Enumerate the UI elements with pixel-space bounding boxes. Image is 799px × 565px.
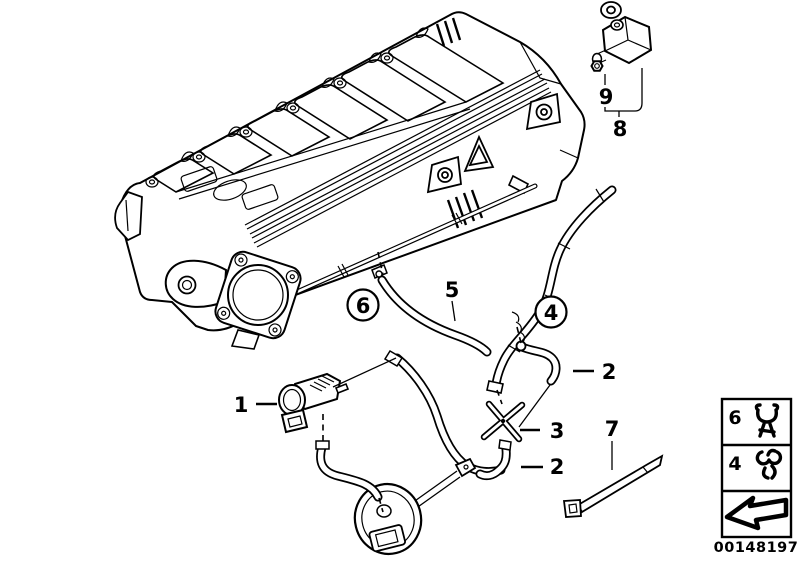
mounting-tabs <box>426 92 561 194</box>
runner-ports <box>145 52 394 188</box>
callout-7[interactable]: 7 <box>605 417 620 441</box>
callouts: 1 2 3 2 5 7 8 9 6 4 <box>234 85 628 479</box>
legend-row-clip-6[interactable]: 6 <box>728 403 780 438</box>
callout-6-circled[interactable]: 6 <box>346 288 380 322</box>
vacuum-hose-4 <box>486 185 617 394</box>
face-openings <box>180 166 279 210</box>
left-foot-line <box>125 199 129 232</box>
assembly-lines <box>322 68 643 513</box>
manifold-boss <box>600 1 622 19</box>
callout-5-line <box>451 300 456 322</box>
wire-clamp-icon <box>755 448 783 480</box>
direction-arrow-icon <box>724 495 789 531</box>
solenoid-valve-1 <box>278 372 350 434</box>
vacuum-hose-5 <box>371 264 492 357</box>
legend-row-clamp-4[interactable]: 4 <box>728 448 783 480</box>
callout-9[interactable]: 9 <box>599 85 614 109</box>
manifold-ribs <box>244 69 552 248</box>
runner-base-line <box>175 101 471 200</box>
hose-clip-icon <box>754 403 780 438</box>
callout-8[interactable]: 8 <box>613 117 628 141</box>
part-number: 00148197 <box>714 540 799 556</box>
callout-3[interactable]: 3 <box>550 419 565 443</box>
runner-clips <box>180 27 429 162</box>
legend-number-4: 4 <box>728 453 741 475</box>
intake-manifold-drawing <box>114 1 622 350</box>
callout-2b[interactable]: 2 <box>550 455 565 479</box>
callout-4-circled[interactable]: 4 <box>534 295 568 329</box>
cross-connector-3 <box>480 400 526 443</box>
vacuum-actuator <box>315 440 477 555</box>
vacuum-hose-lower <box>383 349 506 477</box>
callout-5[interactable]: 5 <box>445 278 460 302</box>
end-facets <box>519 41 579 159</box>
legend-row-arrow[interactable] <box>724 495 789 531</box>
vacuum-pipe <box>249 183 538 315</box>
solenoid-valve-8 <box>591 15 653 66</box>
callout-2a[interactable]: 2 <box>602 360 617 384</box>
callout-1[interactable]: 1 <box>234 393 249 417</box>
legend-box: 6 4 00148197 <box>714 397 799 556</box>
cable-tie-7 <box>562 454 664 518</box>
throttle-flange <box>164 250 302 350</box>
nut-9 <box>590 60 604 72</box>
vacuum-hose-2-bottom <box>475 439 512 481</box>
legend-number-6: 6 <box>728 407 741 429</box>
hose-4-cuffs <box>507 188 605 353</box>
callout-6[interactable]: 6 <box>356 294 371 318</box>
vacuum-hose-2-right <box>515 340 561 386</box>
callout-4[interactable]: 4 <box>544 301 559 325</box>
left-foot <box>114 190 143 242</box>
